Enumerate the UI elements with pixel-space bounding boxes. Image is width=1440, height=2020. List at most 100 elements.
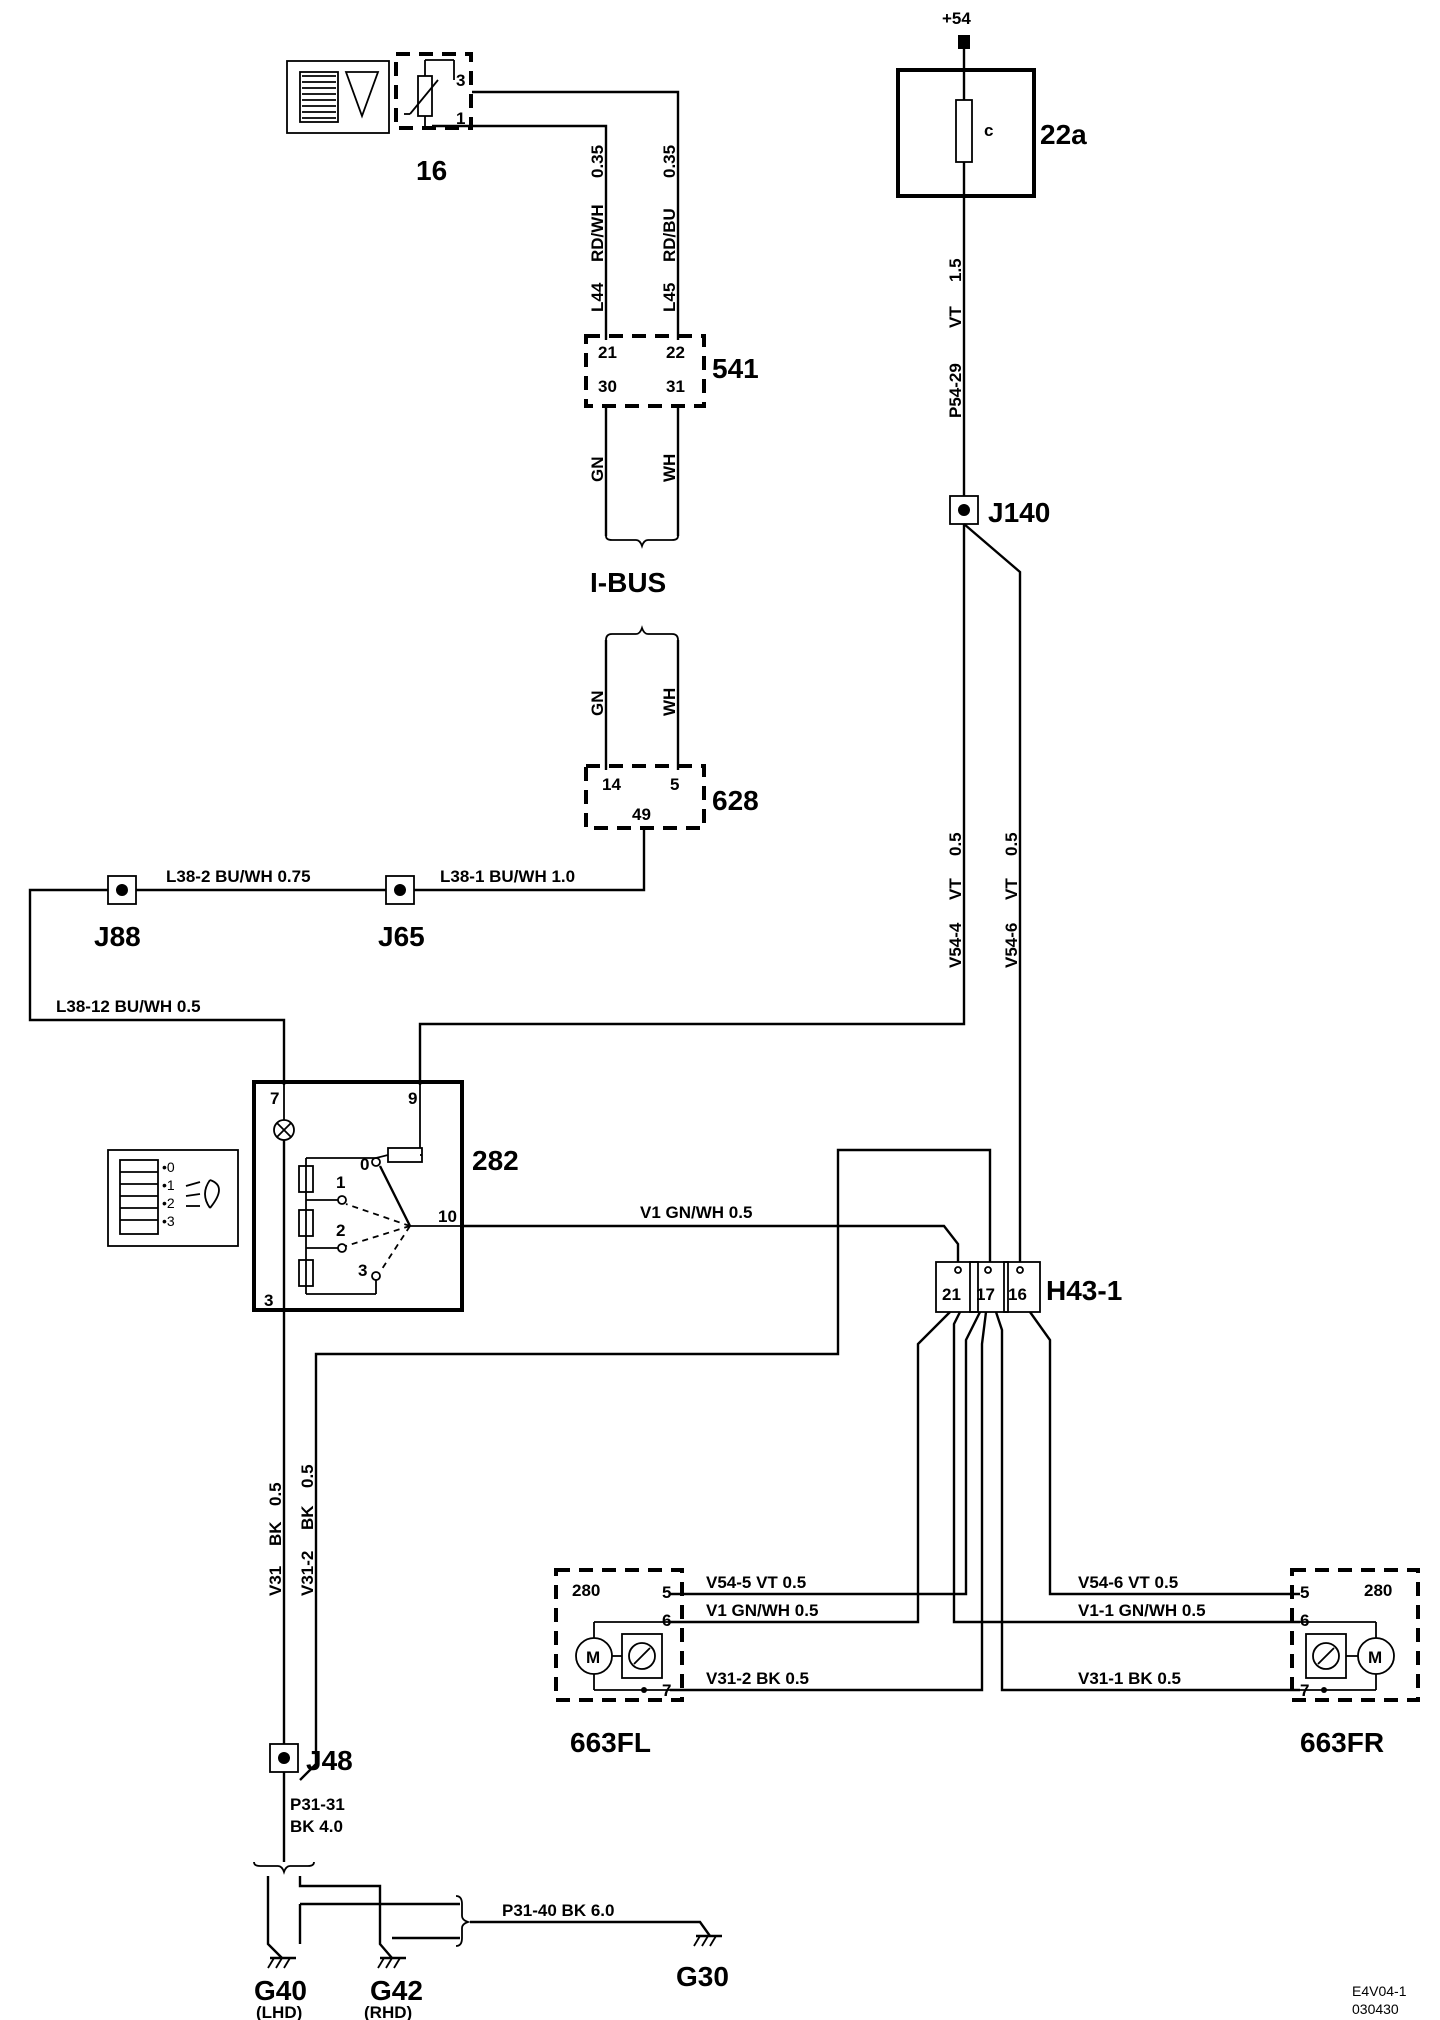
wire-v31-size: 0.5 <box>266 1482 285 1506</box>
wire-v1-label: V1 GN/WH 0.5 <box>640 1203 752 1222</box>
ibus-brace-top <box>605 535 679 549</box>
wire-v54-4 <box>418 524 966 1085</box>
component-663fr: 5 280 6 7 M 663FR <box>1290 1568 1420 1758</box>
junction-j48: J48 <box>269 1743 353 1776</box>
fr-motor-label: M <box>1368 1648 1382 1667</box>
component-541-box <box>584 334 706 408</box>
fr-280: 280 <box>1364 1581 1392 1600</box>
wire-l38-12-label: L38-12 BU/WH 0.5 <box>56 997 201 1016</box>
wire-l45-size: 0.35 <box>660 145 679 178</box>
wire-v54-4-size: 0.5 <box>946 832 965 856</box>
wire-fl-v31-2-label: V31-2 BK 0.5 <box>706 1669 809 1688</box>
h43-pin-21-box <box>935 1261 979 1313</box>
footer-code: E4V04-1 <box>1352 1983 1407 1999</box>
wire-wh-top-label: WH <box>660 454 679 482</box>
fr-potentiometer-icon <box>1312 1642 1340 1670</box>
series-resistor-icon <box>387 1147 423 1163</box>
wire-v54-6 <box>963 523 1022 1262</box>
switch-pos-2: 2 <box>336 1221 345 1240</box>
wire-v31-2-upper <box>299 1148 992 1781</box>
wire-fl-v1-label: V1 GN/WH 0.5 <box>706 1601 818 1620</box>
footer-date: 030430 <box>1352 2001 1399 2017</box>
wire-wh-bottom-label: WH <box>660 688 679 716</box>
pin-16-1: 1 <box>456 109 465 128</box>
pin-541-30: 30 <box>598 377 617 396</box>
label-j65: J65 <box>378 921 425 952</box>
fr-pin-6: 6 <box>1300 1611 1309 1630</box>
wire-v54-4-id: V54-4 <box>946 922 965 968</box>
wire-gn-bottom-label: GN <box>588 691 607 717</box>
label-16: 16 <box>416 155 447 186</box>
wire-v54-6-fr <box>1029 1311 1300 1596</box>
fuse-icon <box>955 99 973 163</box>
label-j48: J48 <box>306 1745 353 1776</box>
wire-l45-color: RD/BU <box>660 208 679 262</box>
component-282: •0 •1 •2 •3 7 9 10 3 282 <box>107 1080 519 1312</box>
label-g42-sub: (RHD) <box>364 2003 412 2020</box>
h43-pin-17-box <box>969 1261 1009 1313</box>
label-j140: J140 <box>988 497 1050 528</box>
resistor-1-icon <box>298 1165 314 1193</box>
wire-v31-1-fr <box>994 1311 1300 1692</box>
wire-v54-6-id: V54-6 <box>1002 923 1021 968</box>
label-g30: G30 <box>676 1961 729 1992</box>
switch-pos-3: 3 <box>358 1261 367 1280</box>
resistor-2-icon <box>298 1209 314 1237</box>
ibus-label: I-BUS <box>590 567 666 598</box>
wire-g40 <box>266 1876 283 1959</box>
fuse-box-22a <box>896 68 1036 198</box>
wire-v31-2-size: 0.5 <box>298 1464 317 1488</box>
grille-icon <box>299 71 339 123</box>
label-plus54: +54 <box>942 9 971 28</box>
junction-j140: J140 <box>949 495 1050 528</box>
pin-628-5: 5 <box>670 775 679 794</box>
fuse-22a: +54 c 22a <box>896 9 1087 440</box>
wire-p54-29-id: P54-29 <box>946 363 965 418</box>
ground-g42-icon <box>377 1956 406 1969</box>
label-663fl: 663FL <box>570 1727 651 1758</box>
component-282-box <box>252 1080 464 1312</box>
wire-p31-40-label: P31-40 BK 6.0 <box>502 1901 614 1920</box>
pin-541-31: 31 <box>666 377 685 396</box>
fl-280: 280 <box>572 1581 600 1600</box>
label-g42: G42 <box>370 1975 423 2006</box>
wire-l45 <box>472 90 680 340</box>
component-663fr-box <box>1290 1568 1420 1702</box>
label-g40: G40 <box>254 1975 307 2006</box>
wire-p31-31-label: BK 4.0 <box>290 1817 343 1836</box>
level-scale-icon <box>119 1159 159 1235</box>
junction-j88: J88 <box>94 875 141 952</box>
h43-pin-21: 21 <box>942 1285 961 1304</box>
wire-l38 <box>28 828 646 1085</box>
wire-l44-color: RD/WH <box>588 204 607 262</box>
label-541: 541 <box>712 353 759 384</box>
ground-g30-icon <box>693 1934 722 1947</box>
pin-628-49: 49 <box>632 805 651 824</box>
component-628: 14 5 49 628 <box>584 764 759 830</box>
wire-p31-40 <box>470 1920 711 1937</box>
label-282: 282 <box>472 1145 519 1176</box>
component-663fl-box <box>554 1568 684 1702</box>
pin-628-14: 14 <box>602 775 621 794</box>
wire-fr-v1-1-label: V1-1 GN/WH 0.5 <box>1078 1601 1206 1620</box>
wire-l44 <box>432 124 608 340</box>
wire-v31-2-id: V31-2 <box>298 1551 317 1596</box>
wire-fr-v54-6-label: V54-6 VT 0.5 <box>1078 1573 1178 1592</box>
legend-0: •0 <box>162 1159 175 1175</box>
switch-pos-0: 0 <box>360 1155 369 1174</box>
pin-282-10: 10 <box>438 1207 457 1226</box>
legend-2: •2 <box>162 1195 175 1211</box>
wire-p54-29-color: VT <box>946 306 965 328</box>
wire-v54-6-color: VT <box>1002 878 1021 900</box>
wire-p31-31-id: P31-31 <box>290 1795 345 1814</box>
wire-v1-1-fr <box>952 1311 1300 1624</box>
legend-1: •1 <box>162 1177 175 1193</box>
wire-fr-v31-1-label: V31-1 BK 0.5 <box>1078 1669 1181 1688</box>
terminal-plus54 <box>958 35 970 49</box>
pin-282-3: 3 <box>264 1291 273 1310</box>
fuse-c-label: c <box>984 121 993 140</box>
component-16: 3 1 16 <box>286 52 473 186</box>
wire-v54-4-color: VT <box>946 878 965 900</box>
wire-l45-id: L45 <box>660 283 679 312</box>
switch-pos-1: 1 <box>336 1173 345 1192</box>
